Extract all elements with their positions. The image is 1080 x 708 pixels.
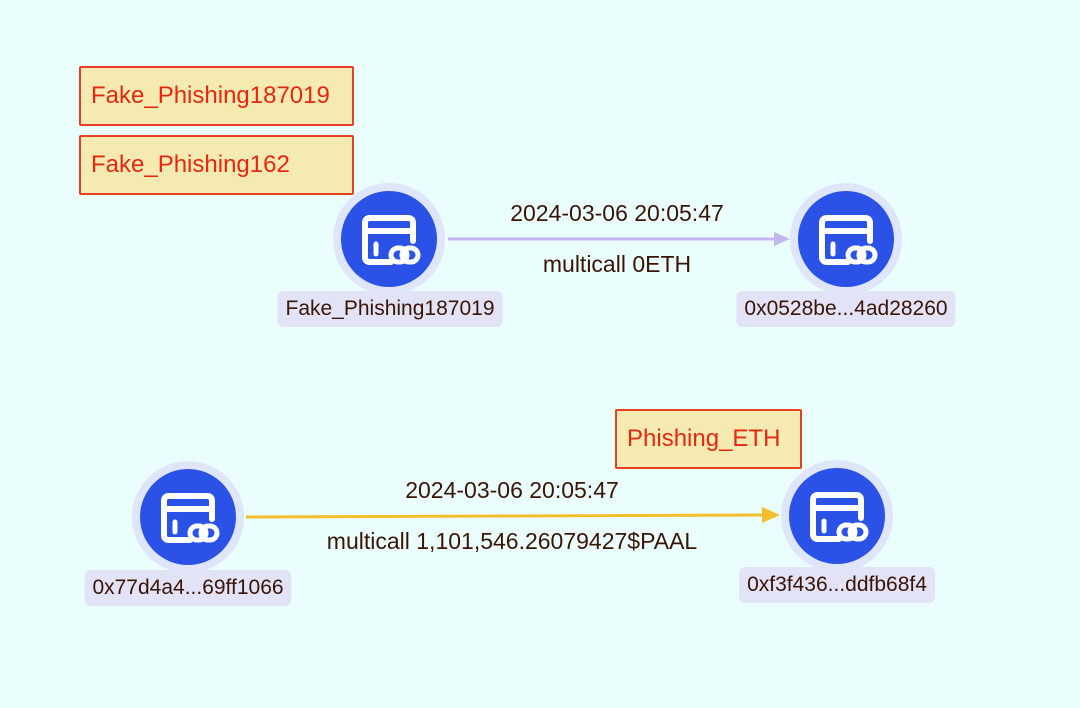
edge-ab-arrowhead [774, 232, 790, 246]
contract-link-icon [362, 215, 421, 265]
contract-link-icon [161, 493, 220, 543]
edge-ab-label: multicall 0ETH [542, 251, 692, 277]
edge-cd-label: multicall 1,101,546.26079427$PAAL [326, 528, 698, 554]
node-a-address[interactable]: Fake_Phishing187019 [277, 291, 503, 327]
node-c[interactable] [132, 461, 244, 573]
node-b-address[interactable]: 0x0528be...4ad28260 [736, 291, 956, 327]
node-c-core [140, 469, 236, 565]
edge-cd-timestamp: 2024-03-06 20:05:47 [405, 477, 619, 503]
edge-cd-line [245, 513, 767, 519]
contract-link-icon [819, 215, 878, 265]
tag-fake-phishing-162[interactable]: Fake_Phishing162 [79, 135, 354, 195]
edge-cd-arrowhead [762, 507, 780, 523]
node-d-core [789, 468, 885, 564]
node-c-address[interactable]: 0x77d4a4...69ff1066 [84, 570, 292, 606]
node-a-core [341, 191, 437, 287]
edge-ab-timestamp: 2024-03-06 20:05:47 [510, 200, 724, 226]
tag-phishing-eth[interactable]: Phishing_ETH [615, 409, 802, 469]
node-a[interactable] [333, 183, 445, 295]
contract-link-icon [810, 492, 869, 542]
node-b[interactable] [790, 183, 902, 295]
node-d-address[interactable]: 0xf3f436...ddfb68f4 [739, 567, 935, 603]
edge-cd[interactable] [245, 507, 780, 523]
tag-fake-phishing-187019[interactable]: Fake_Phishing187019 [79, 66, 354, 126]
node-d[interactable] [781, 460, 893, 572]
edge-ab[interactable] [448, 232, 790, 246]
node-b-core [798, 191, 894, 287]
